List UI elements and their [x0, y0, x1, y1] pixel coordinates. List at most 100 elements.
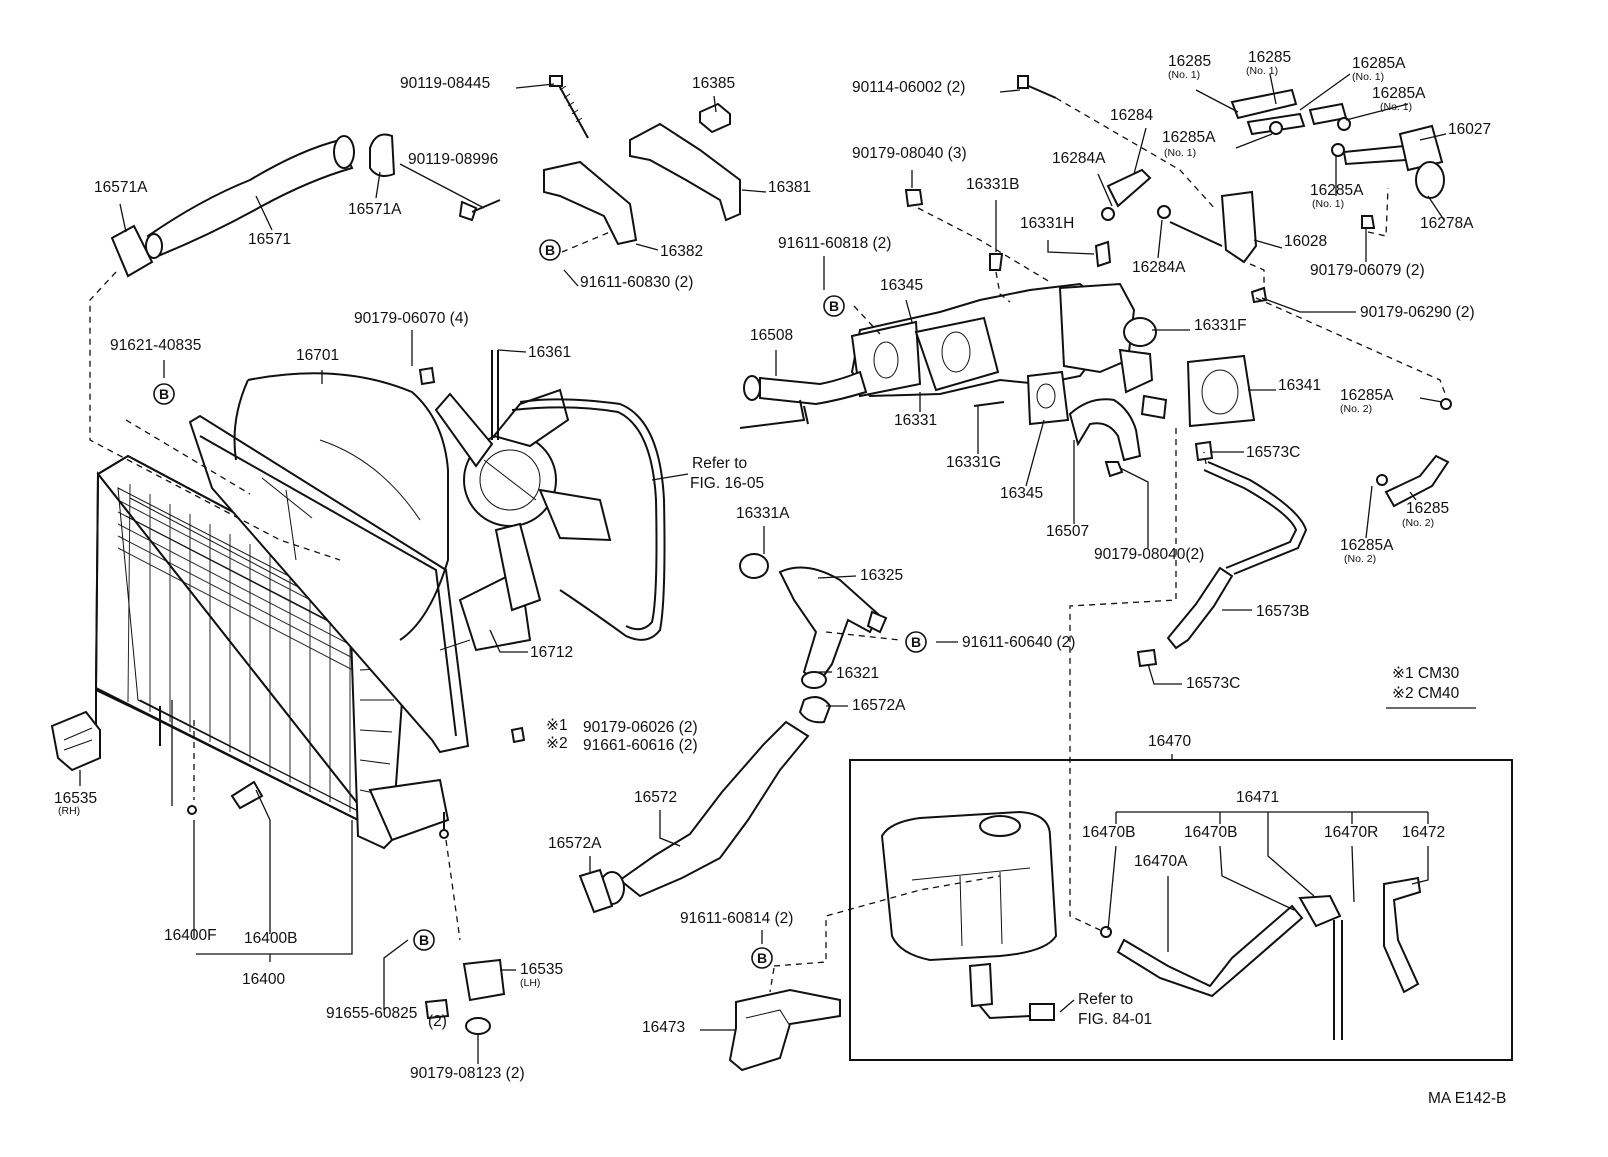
part-label: 16345 [880, 277, 923, 294]
part-label: 16508 [750, 327, 793, 344]
part-sub-label: (RH) [58, 805, 80, 817]
model-marks: ※1※2 [546, 717, 568, 752]
lower-radiator-hose [578, 696, 832, 914]
reservoir-bracket [728, 988, 841, 1072]
part-label: 16331B [966, 176, 1019, 193]
part-label: 16285A [1162, 129, 1216, 146]
part-label: 16285A [1310, 182, 1364, 199]
bolt-marker-text: B [159, 386, 169, 402]
part-label: 16572A [852, 697, 906, 714]
part-label: 16470A [1134, 853, 1188, 870]
part-label: 91611-60818 (2) [778, 235, 891, 252]
model-mark: ※2 [546, 735, 568, 752]
bolt-marker-1: B [539, 239, 561, 261]
part-label: 90179-06026 (2) [583, 719, 698, 736]
part-label: 16027 [1448, 121, 1491, 138]
part-label: 16285A [1372, 85, 1426, 102]
water-outlet-assembly [739, 189, 1256, 478]
fan-shroud [188, 372, 532, 754]
part-label: 90179-06079 (2) [1310, 262, 1425, 279]
part-label: 16285 [1248, 49, 1291, 66]
part-sub-label: (No. 2) [1344, 553, 1376, 565]
part-label: 16278A [1420, 215, 1474, 232]
leader-lines [79, 73, 1447, 1064]
part-label: 16535 [520, 961, 563, 978]
part-label: 91655-60825 [326, 1005, 417, 1022]
part-label: (2) [428, 1013, 447, 1030]
bolt-marker-5: B [413, 929, 435, 951]
part-label: FIG. 84-01 [1078, 1011, 1152, 1028]
part-label: 91611-60640 (2) [962, 634, 1075, 651]
part-label: 16331F [1194, 317, 1247, 334]
part-sub-label: (No. 2) [1402, 517, 1434, 529]
part-label: 16028 [1284, 233, 1327, 250]
bolt-marker-text: B [757, 950, 767, 966]
part-label: 16400 [242, 971, 285, 988]
part-sub-label: (No. 1) [1168, 69, 1200, 81]
part-label: 16470 [1148, 733, 1191, 750]
part-label: 91621-40835 [110, 337, 201, 354]
part-label: 90179-06070 (4) [354, 310, 469, 327]
brackets [543, 102, 741, 246]
part-label: 16345 [1000, 485, 1043, 502]
part-label: 16285 [1406, 500, 1449, 517]
part-label: 16284 [1110, 107, 1153, 124]
bolt-marker-text: B [911, 634, 921, 650]
part-label: 16571A [348, 201, 402, 218]
dashed-guide-lines [89, 97, 1447, 993]
part-sub-label: (No. 1) [1312, 198, 1344, 210]
bolt-marker-4: B [905, 631, 927, 653]
legend-line-1: ※1 CM30 [1392, 665, 1460, 682]
part-label: 90179-08040(2) [1094, 546, 1204, 563]
part-label: 16385 [692, 75, 735, 92]
thermostat-inlet [739, 553, 888, 689]
part-label: 16331 [894, 412, 937, 429]
part-label: 16572 [634, 789, 677, 806]
part-label: 16331G [946, 454, 1001, 471]
part-sub-label: (No. 1) [1164, 147, 1196, 159]
drain-parts [187, 366, 526, 1035]
bracket-rh [50, 710, 101, 772]
part-label: 16571 [248, 231, 291, 248]
part-sub-label: (No. 1) [1352, 71, 1384, 83]
part-sub-label: (No. 1) [1246, 65, 1278, 77]
part-sub-labels: (No. 1) (No. 1) (No. 1) (No. 1) (No. 1) (No. … [58, 65, 1434, 989]
part-label: 16284A [1052, 150, 1106, 167]
part-label: 16573C [1246, 444, 1300, 461]
part-label: 16470B [1184, 824, 1237, 841]
part-label: 91611-60814 (2) [680, 910, 793, 927]
part-label: 16284A [1132, 259, 1186, 276]
bolt-marker-text: B [419, 932, 429, 948]
part-label: Refer to [692, 455, 747, 472]
part-label: 16321 [836, 665, 879, 682]
bolt-marker-3: B [153, 383, 175, 405]
part-label: 16285 [1168, 53, 1211, 70]
part-label: 91661-60616 (2) [583, 737, 698, 754]
bolt [458, 75, 589, 222]
part-label: 90179-06290 (2) [1360, 304, 1475, 321]
model-mark: ※1 [546, 717, 568, 734]
part-label: 16573C [1186, 675, 1240, 692]
part-label: 90114-06002 (2) [852, 79, 965, 96]
part-label: 16573B [1256, 603, 1309, 620]
heater-hose [1136, 440, 1308, 668]
cooling-fan [434, 350, 666, 641]
part-label: 16472 [1402, 824, 1445, 841]
part-label: 16325 [860, 567, 903, 584]
part-label: 16400F [164, 927, 217, 944]
part-sub-label: (LH) [520, 977, 540, 989]
part-label: 16285A [1340, 537, 1394, 554]
part-label: 16331H [1020, 215, 1074, 232]
bypass-hose-no2 [1376, 398, 1452, 508]
part-label: 16701 [296, 347, 339, 364]
part-label: 16382 [660, 243, 703, 260]
reservoir-assembly [849, 759, 1513, 1061]
part-label: 91611-60830 (2) [580, 274, 693, 291]
part-label: 16285A [1352, 55, 1406, 72]
part-label: 90119-08996 [408, 151, 498, 168]
part-label: 16400B [244, 930, 297, 947]
bypass-hoses [1017, 75, 1445, 304]
